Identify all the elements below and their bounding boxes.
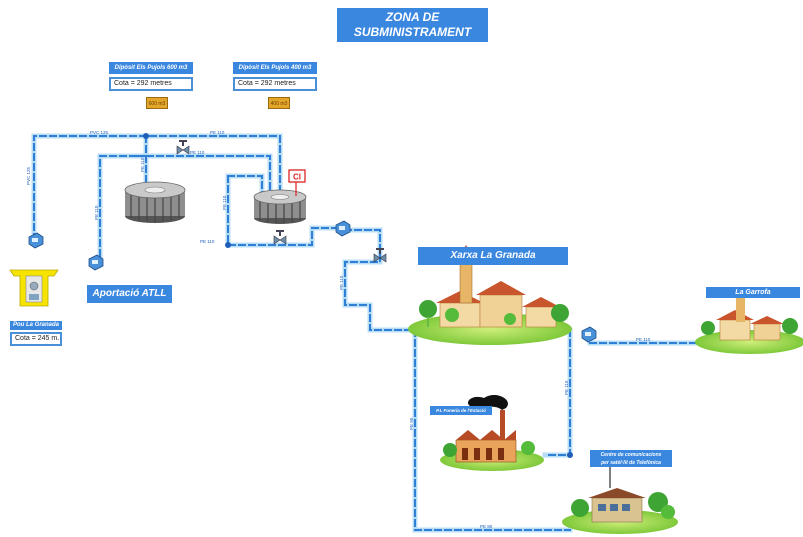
pipe-label-pe110: PE 110 <box>190 150 205 155</box>
pipe-label-pe110: PE 110 <box>222 195 227 210</box>
valve-icon <box>273 230 287 245</box>
water-meter-icon <box>581 326 597 343</box>
junction-node <box>143 133 149 139</box>
pou-cota: Cota = 245 m. <box>10 332 62 346</box>
deposit-400-gauge: 400 m3 <box>268 97 290 109</box>
page-title: ZONA DE SUBMINISTRAMENT LA GRANADA <box>337 8 488 54</box>
pipe-labels: PVC 125 PE 110 PE 110 PVC 125 PE 110 PE … <box>26 130 651 529</box>
junction-node <box>567 452 573 458</box>
valve-icon <box>176 140 190 155</box>
pipe-label-pvc125: PVC 125 <box>90 130 109 135</box>
pipe-label-pe110: PE 110 <box>140 157 145 172</box>
well-icon <box>9 269 59 307</box>
pipe-label-pvc125: PVC 125 <box>26 166 31 185</box>
village-la-granada-illustration <box>408 245 572 345</box>
centre-label-line-1: Centre de comunicacions <box>600 452 662 458</box>
poligon-label: P.I. Foneria de l'Estació <box>430 406 492 415</box>
water-meter-icon <box>28 232 44 249</box>
xarxa-la-granada-label: Xarxa La Granada <box>418 247 568 265</box>
aportacio-atll-label: Aportació ATLL <box>87 285 172 303</box>
valve-icon <box>373 248 387 263</box>
pipe-label-pe90: PE 90 <box>480 524 493 529</box>
cl-tag-label: Cl <box>293 173 301 182</box>
deposit-600-cota: Cota = 292 metres <box>109 77 193 91</box>
pipe-label-pe110: PE 110 <box>200 239 215 244</box>
deposit-400-cota: Cota = 292 metres <box>233 77 317 91</box>
deposit-600-label: Dipòsit Els Pujols 600 m3 <box>109 62 193 74</box>
centre-label-line-2: per satèl·lit de Telefònica <box>601 460 661 466</box>
water-meter-icon <box>335 220 351 237</box>
deposit-600-gauge: 600 m3 <box>146 97 168 109</box>
pipe-label-pe110: PE 110 <box>94 205 99 220</box>
title-line-1: ZONA DE SUBMINISTRAMENT <box>353 10 472 39</box>
water-meter-icon <box>88 254 104 271</box>
tank-400-icon <box>253 189 307 224</box>
junction-node <box>225 242 231 248</box>
chlorination-tag: Cl <box>288 169 306 196</box>
la-garrofa-label: La Garrofa <box>706 287 800 298</box>
pipe-label-pe110: PE 110 <box>210 130 225 135</box>
deposit-400-label: Dipòsit Els Pujols 400 m3 <box>233 62 317 74</box>
pipe-label-pe90: PE 90 <box>409 417 414 430</box>
pipe-label-pe110: PE 110 <box>339 275 344 290</box>
pipe-label-pe110: PE 110 <box>636 337 651 342</box>
centre-comunicacions-label: Centre de comunicacions per satèl·lit de… <box>590 450 672 467</box>
telecom-centre-illustration <box>562 462 678 534</box>
title-line-2: LA GRANADA <box>372 40 453 54</box>
pipe-label-pe110: PE 110 <box>564 380 569 395</box>
tank-600-icon <box>124 181 186 223</box>
pou-label: Pou La Granada <box>10 321 62 330</box>
